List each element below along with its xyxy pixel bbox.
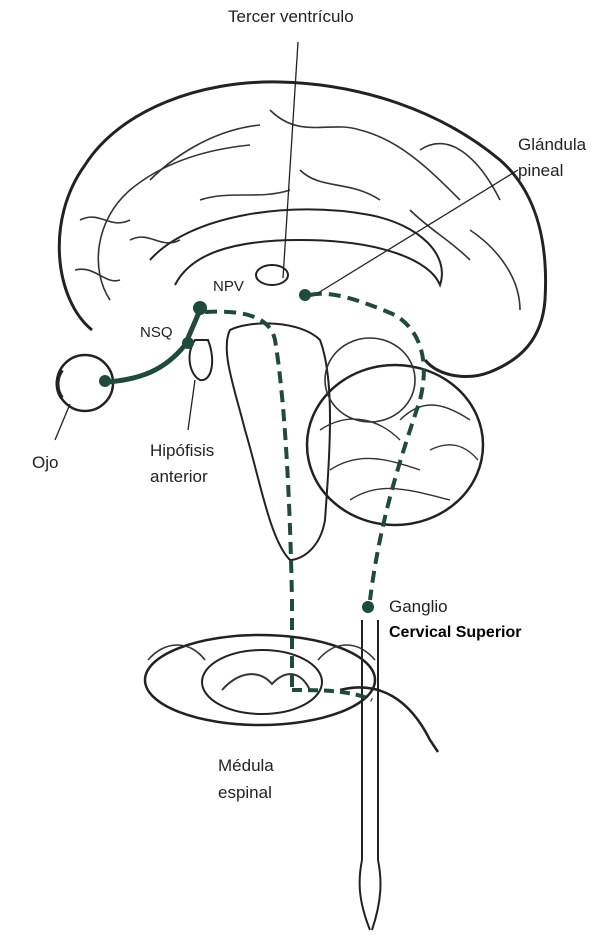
preganglionic-fiber	[292, 690, 372, 700]
label-hipofisis-line1: Hipófisis	[150, 440, 214, 461]
label-glandula-line2: pineal	[518, 160, 563, 181]
label-medula-line1: Médula	[218, 755, 274, 776]
label-hipofisis-line2: anterior	[150, 466, 208, 487]
label-ojo: Ojo	[32, 452, 58, 473]
label-ganglio: Ganglio	[389, 596, 448, 617]
eye-node	[99, 375, 111, 387]
nsq-node	[182, 337, 194, 349]
npv-node	[193, 301, 207, 315]
spinal-cord-section	[145, 635, 375, 725]
ganglion-node	[362, 601, 374, 613]
label-glandula-line1: Glándula	[518, 134, 586, 155]
pineal-pathway	[310, 294, 424, 600]
label-tercer-ventriculo: Tercer ventrículo	[228, 6, 354, 27]
spinal-nerve-branch	[340, 687, 438, 752]
descending-pathway	[205, 312, 292, 690]
corpus-callosum	[150, 209, 442, 285]
label-nsq: NSQ	[140, 322, 173, 343]
pineal-node	[299, 289, 311, 301]
label-npv: NPV	[213, 276, 244, 297]
label-cervical-superior: Cervical Superior	[389, 622, 522, 643]
label-medula-line2: espinal	[218, 782, 272, 803]
cerebellum	[307, 338, 483, 525]
